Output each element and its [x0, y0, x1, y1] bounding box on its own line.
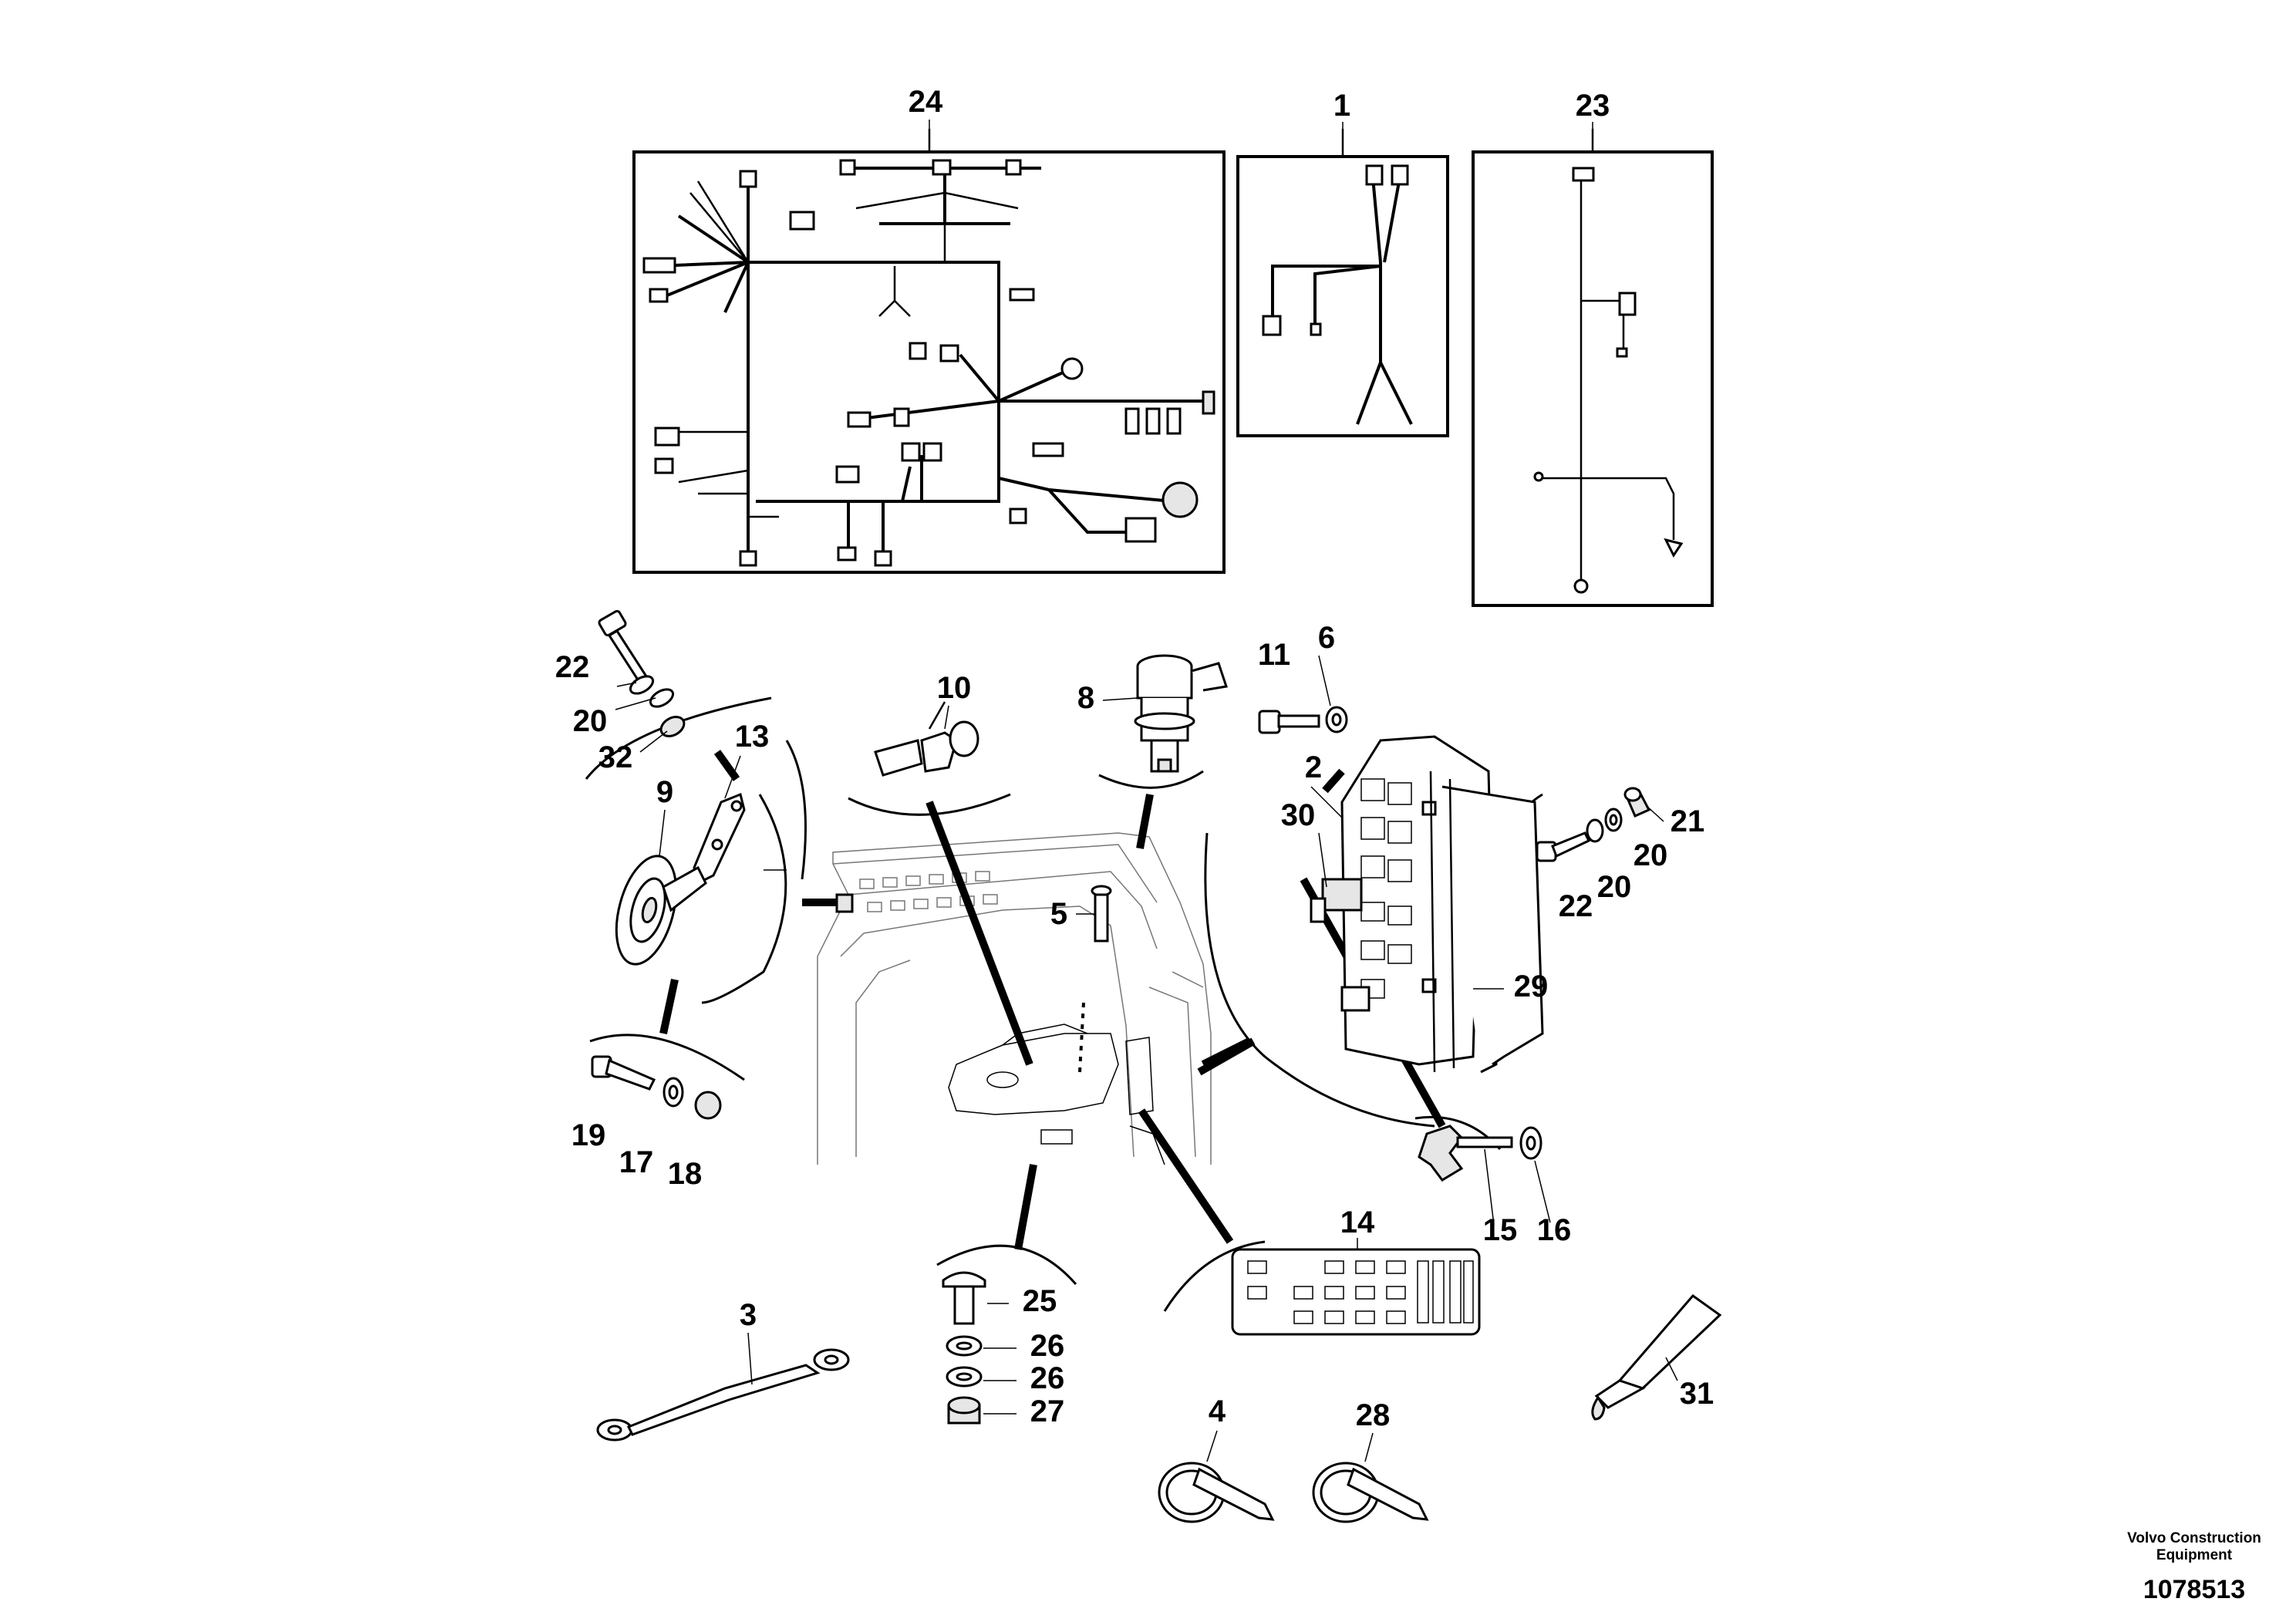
callout-27: 27	[1030, 1394, 1065, 1428]
screw-5	[1091, 885, 1112, 943]
callout-20-upper: 20	[573, 704, 608, 738]
fuse-box-29	[1310, 735, 1544, 1074]
callout-5: 5	[1050, 897, 1067, 931]
callout-20-right-b: 20	[1597, 870, 1632, 904]
callout-32: 32	[598, 740, 633, 774]
bolt-11	[1258, 710, 1320, 734]
washers-20-upper	[629, 675, 675, 708]
callout-16: 16	[1537, 1213, 1572, 1247]
harness-24-panel	[632, 129, 1226, 574]
socket-8	[1134, 654, 1228, 773]
callout-15: 15	[1483, 1213, 1518, 1247]
callout-10: 10	[937, 671, 972, 705]
cable-tie-28	[1312, 1462, 1429, 1523]
nut-21	[1623, 787, 1651, 818]
callout-24: 24	[909, 85, 943, 119]
callout-22-upper: 22	[555, 650, 590, 684]
callout-29: 29	[1514, 969, 1549, 1003]
callout-21: 21	[1671, 804, 1705, 838]
nut-32	[659, 716, 686, 737]
harness-1-panel	[1236, 129, 1449, 437]
callout-28: 28	[1356, 1398, 1391, 1432]
callout-8: 8	[1077, 681, 1094, 715]
callout-11: 11	[1258, 638, 1290, 672]
bracket-13	[693, 792, 746, 885]
leader-lines	[659, 750, 1446, 1250]
switch-10	[874, 701, 979, 777]
callout-3: 3	[740, 1298, 757, 1332]
company-name-line1: Volvo Construction	[2127, 1530, 2261, 1546]
callout-23: 23	[1576, 89, 1610, 123]
drawing-number: 1078513	[2143, 1575, 2245, 1604]
callout-19: 19	[571, 1118, 606, 1152]
cable-tie-4	[1158, 1462, 1275, 1523]
credit-block: Volvo Construction Equipment 1078513	[2127, 1530, 2261, 1604]
connector-on-dash-horn	[835, 893, 854, 913]
callout-14: 14	[1340, 1206, 1375, 1239]
washer-26-upper	[946, 1335, 983, 1357]
bolt-22-upper	[598, 609, 650, 686]
callout-leaders	[615, 120, 1678, 1462]
callout-labels: 24 1 23 22 20 32 13 9 10 8 5 11 6 2 30 2…	[555, 85, 1714, 1432]
bolt-25	[942, 1271, 986, 1325]
bolt-19	[591, 1055, 656, 1091]
cab-dashboard	[817, 832, 1212, 1165]
callout-17: 17	[619, 1145, 654, 1179]
callout-20-right-a: 20	[1633, 838, 1668, 872]
washer-17	[663, 1077, 684, 1108]
callout-6: 6	[1318, 621, 1335, 655]
callout-30: 30	[1281, 798, 1316, 832]
knob-15	[1418, 1125, 1513, 1182]
callout-26-lower: 26	[1030, 1361, 1065, 1395]
harness-23-panel	[1472, 129, 1714, 607]
nut-18	[694, 1091, 722, 1120]
callout-31: 31	[1680, 1377, 1714, 1411]
company-name-line2: Equipment	[2156, 1547, 2233, 1563]
callout-2: 2	[1305, 750, 1322, 784]
grease-tube-31	[1591, 1293, 1722, 1421]
callout-22-right: 22	[1559, 889, 1593, 923]
washers-20-right	[1586, 808, 1623, 843]
washer-16	[1519, 1126, 1542, 1160]
callout-13: 13	[735, 720, 770, 754]
decal-14	[1231, 1248, 1481, 1336]
bolt-22-right	[1536, 831, 1591, 862]
callout-4: 4	[1209, 1394, 1226, 1428]
callout-25: 25	[1023, 1284, 1057, 1318]
callout-1: 1	[1333, 89, 1350, 123]
washer-6	[1325, 706, 1348, 733]
callout-26-upper: 26	[1030, 1329, 1065, 1363]
washer-26-lower	[946, 1366, 983, 1388]
horn-9	[615, 855, 707, 966]
callout-9: 9	[656, 775, 673, 809]
callout-18: 18	[668, 1157, 703, 1191]
ground-strap-3	[596, 1348, 850, 1442]
nut-27	[947, 1396, 981, 1425]
